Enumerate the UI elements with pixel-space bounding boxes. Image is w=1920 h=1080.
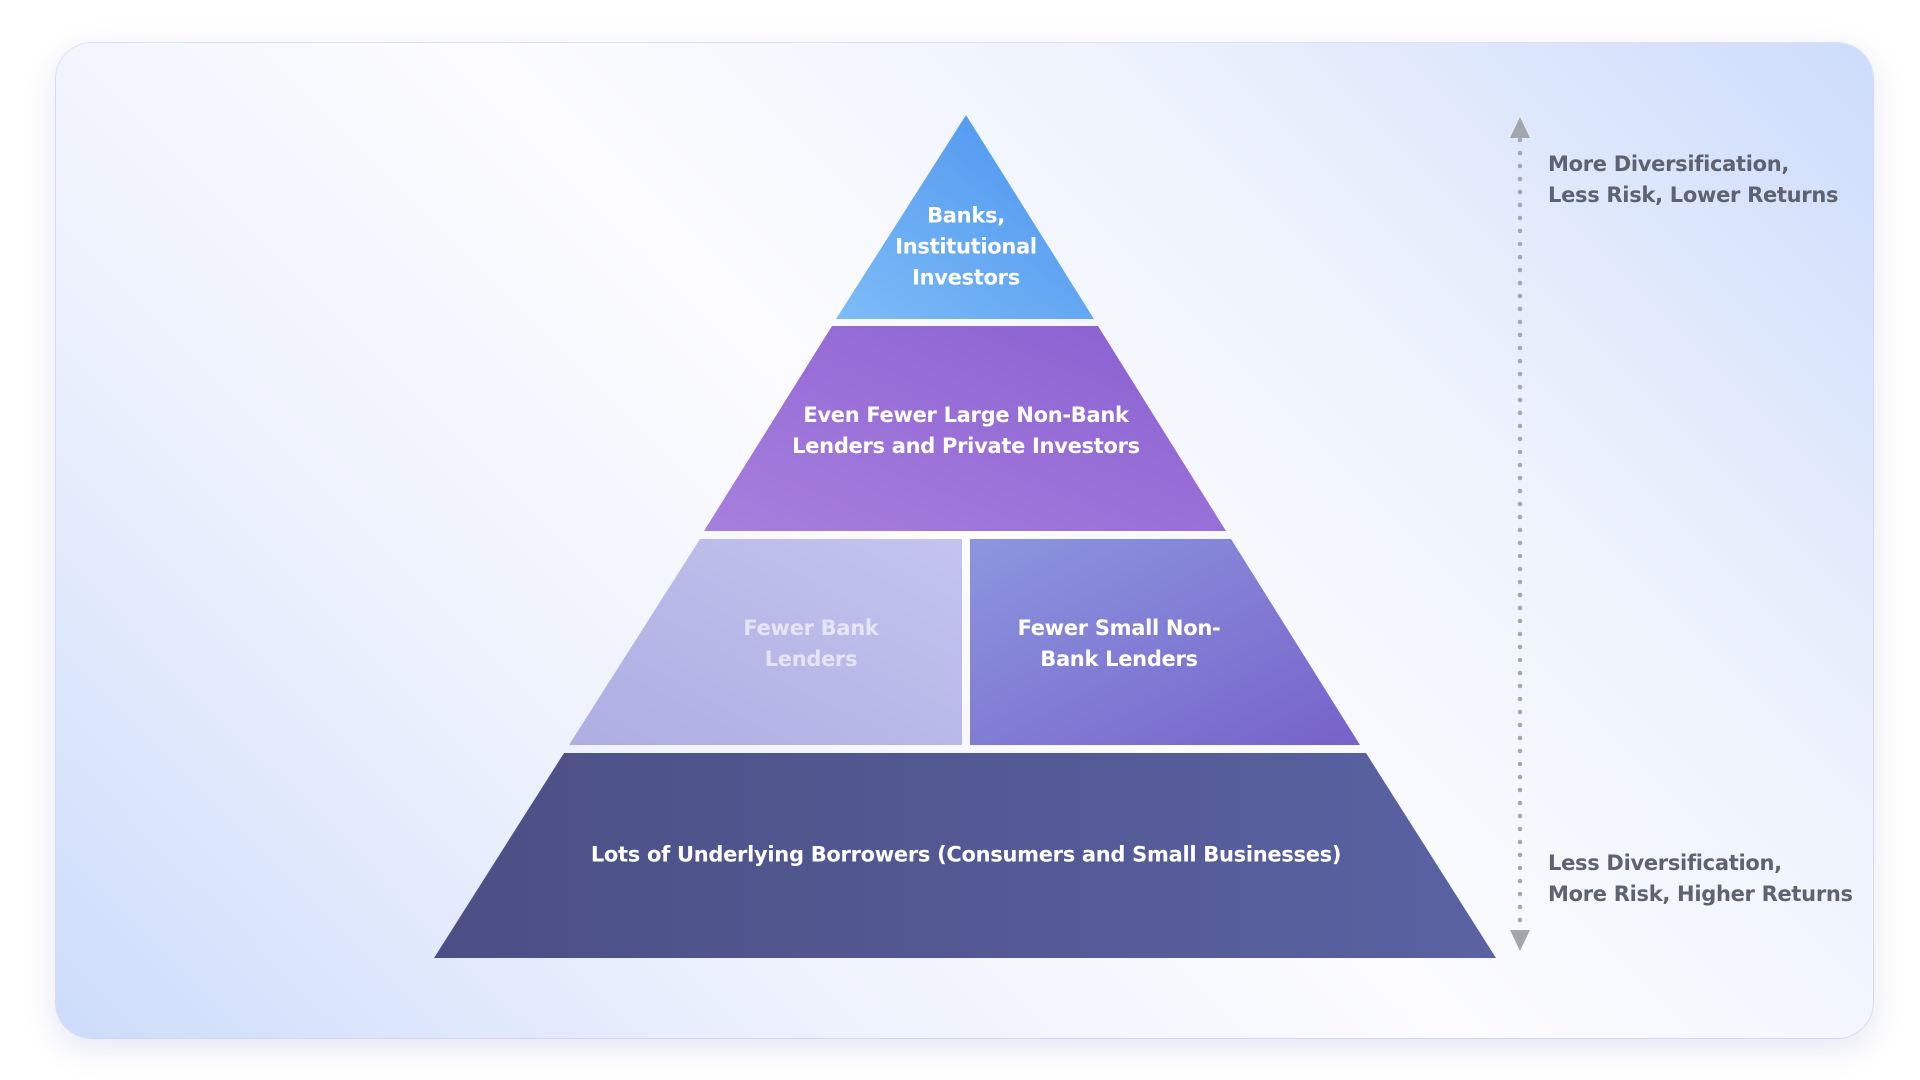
scale-bottom-label: Less Diversification, More Risk, Higher … [1548, 851, 1853, 906]
pyramid-tier-base [434, 753, 1496, 958]
pyramid-tier-third-left [569, 539, 962, 745]
tier-label-banks: Banks, Institutional Investors [895, 203, 1037, 290]
arrow-down-icon [1510, 930, 1530, 951]
pyramid-tier-second [704, 326, 1226, 531]
scale-top-label: More Diversification, Less Risk, Lower R… [1548, 152, 1839, 207]
pyramid-tier-third-right [970, 539, 1360, 745]
tier-label-small-non-bank: Fewer Small Non- Bank Lenders [1017, 616, 1221, 671]
tier-label-borrowers: Lots of Underlying Borrowers (Consumers … [590, 842, 1342, 867]
arrow-up-icon [1510, 117, 1530, 138]
scale-arrow [1510, 117, 1530, 951]
tier-label-bank-lenders: Fewer Bank Lenders [743, 616, 879, 671]
pyramid-tier-top [836, 115, 1094, 319]
tier-label-large-non-bank: Even Fewer Large Non-Bank Lenders and Pr… [792, 403, 1140, 458]
